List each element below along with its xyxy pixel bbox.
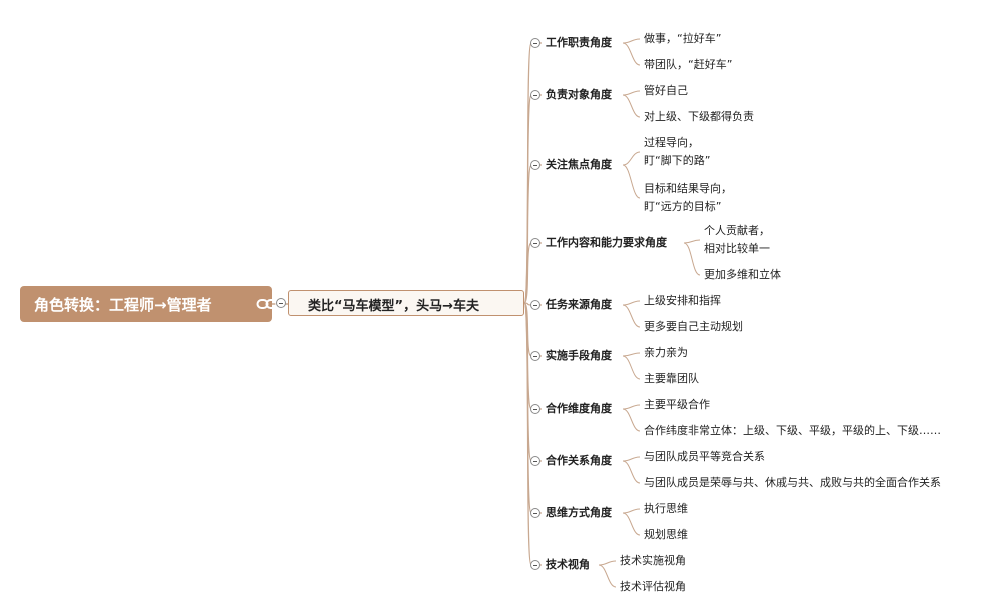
- subtopic-item[interactable]: 与团队成员平等竞合关系: [644, 448, 765, 466]
- subtopic-text: 目标和结果导向，: [644, 182, 732, 195]
- subtopic-item[interactable]: 做事，“拉好车”: [644, 30, 721, 48]
- subtopic-text: 带团队，“赶好车”: [644, 58, 733, 71]
- subtopic-text: 与团队成员平等竞合关系: [644, 450, 765, 463]
- collapse-toggle-category[interactable]: [530, 238, 540, 248]
- subtopic-text: 盯“脚下的路”: [644, 154, 711, 167]
- subtopic-item[interactable]: 更多要自己主动规划: [644, 318, 743, 336]
- subtopic-item[interactable]: 与团队成员是荣辱与共、休戚与共、成败与共的全面合作关系: [644, 474, 941, 492]
- subtopic-text: 个人贡献者，: [704, 224, 770, 237]
- subtopic-text: 相对比较单一: [704, 242, 770, 255]
- category-topic[interactable]: 合作关系角度: [546, 454, 612, 467]
- category-topic[interactable]: 任务来源角度: [546, 298, 612, 311]
- subtopic-text: 对上级、下级都得负责: [644, 110, 754, 123]
- subtopic-text: 主要平级合作: [644, 398, 710, 411]
- collapse-toggle-category[interactable]: [530, 456, 540, 466]
- collapse-toggle-category[interactable]: [530, 508, 540, 518]
- category-topic[interactable]: 实施手段角度: [546, 349, 612, 362]
- subtopic-item[interactable]: 合作纬度非常立体：上级、下级、平级，平级的上、下级……: [644, 422, 941, 440]
- subtopic-item[interactable]: 过程导向， 盯“脚下的路”: [644, 134, 710, 170]
- category-topic[interactable]: 负责对象角度: [546, 88, 612, 101]
- main-topic-label: 类比“马车模型”，头马→车夫: [308, 299, 479, 314]
- collapse-toggle-main[interactable]: [276, 298, 286, 308]
- subtopic-item[interactable]: 更加多维和立体: [704, 266, 781, 284]
- subtopic-text: 做事，“拉好车”: [644, 32, 722, 45]
- subtopic-item[interactable]: 技术实施视角: [620, 552, 686, 570]
- category-topic[interactable]: 合作维度角度: [546, 402, 612, 415]
- category-topic[interactable]: 关注焦点角度: [546, 158, 612, 171]
- subtopic-text: 亲力亲为: [644, 346, 688, 359]
- subtopic-text: 盯“远方的目标”: [644, 200, 722, 213]
- subtopic-item[interactable]: 主要平级合作: [644, 396, 710, 414]
- subtopic-item[interactable]: 管好自己: [644, 82, 688, 100]
- subtopic-text: 技术评估视角: [620, 580, 686, 593]
- subtopic-text: 更加多维和立体: [704, 268, 781, 281]
- subtopic-item[interactable]: 上级安排和指挥: [644, 292, 721, 310]
- subtopic-text: 更多要自己主动规划: [644, 320, 743, 333]
- subtopic-text: 规划思维: [644, 528, 688, 541]
- subtopic-text: 执行思维: [644, 502, 688, 515]
- subtopic-text: 与团队成员是荣辱与共、休戚与共、成败与共的全面合作关系: [644, 476, 941, 489]
- root-topic-label: 角色转换：工程师→管理者: [34, 295, 212, 314]
- collapse-toggle-category[interactable]: [530, 560, 540, 570]
- subtopic-text: 合作纬度非常立体：上级、下级、平级，平级的上、下级……: [644, 424, 941, 437]
- link-icon[interactable]: [256, 296, 278, 312]
- category-topic[interactable]: 工作职责角度: [546, 36, 612, 49]
- subtopic-text: 上级安排和指挥: [644, 294, 721, 307]
- category-topic[interactable]: 技术视角: [546, 558, 590, 571]
- collapse-toggle-category[interactable]: [530, 351, 540, 361]
- subtopic-text: 过程导向，: [644, 136, 699, 149]
- subtopic-item[interactable]: 主要靠团队: [644, 370, 699, 388]
- subtopic-item[interactable]: 规划思维: [644, 526, 688, 544]
- subtopic-item[interactable]: 带团队，“赶好车”: [644, 56, 732, 74]
- subtopic-text: 主要靠团队: [644, 372, 699, 385]
- subtopic-item[interactable]: 亲力亲为: [644, 344, 688, 362]
- collapse-toggle-category[interactable]: [530, 38, 540, 48]
- subtopic-item[interactable]: 个人贡献者， 相对比较单一: [704, 222, 770, 258]
- subtopic-text: 技术实施视角: [620, 554, 686, 567]
- collapse-toggle-category[interactable]: [530, 404, 540, 414]
- category-topic[interactable]: 思维方式角度: [546, 506, 612, 519]
- main-topic[interactable]: 类比“马车模型”，头马→车夫: [288, 290, 524, 316]
- subtopic-item[interactable]: 对上级、下级都得负责: [644, 108, 754, 126]
- subtopic-item[interactable]: 目标和结果导向， 盯“远方的目标”: [644, 180, 732, 216]
- root-topic[interactable]: 角色转换：工程师→管理者: [20, 286, 278, 322]
- collapse-toggle-category[interactable]: [530, 160, 540, 170]
- collapse-toggle-category[interactable]: [530, 300, 540, 310]
- subtopic-item[interactable]: 执行思维: [644, 500, 688, 518]
- subtopic-text: 管好自己: [644, 84, 688, 97]
- subtopic-item[interactable]: 技术评估视角: [620, 578, 686, 596]
- collapse-toggle-category[interactable]: [530, 90, 540, 100]
- category-topic[interactable]: 工作内容和能力要求角度: [546, 236, 667, 249]
